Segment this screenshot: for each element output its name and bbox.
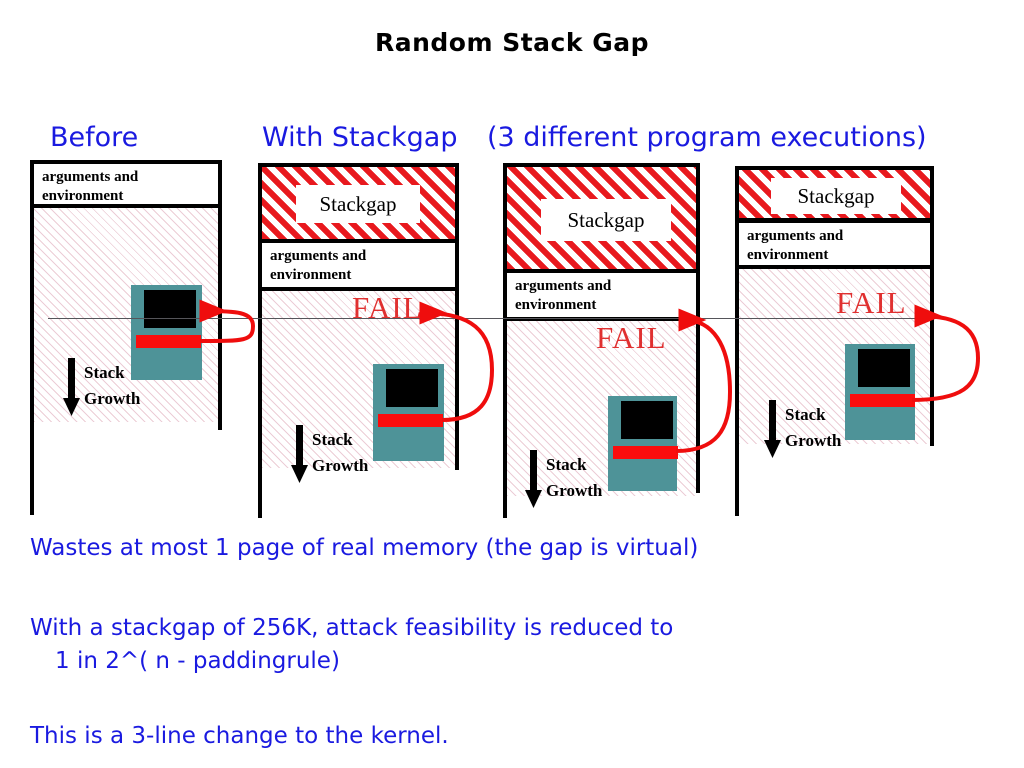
stack-growth-label: Stack Growth [312, 430, 369, 475]
stack-growth-annotation: Stack Growth [290, 425, 420, 487]
fixed-address-reference-line [48, 318, 920, 319]
arguments-environment-box: arguments and environment [503, 269, 700, 321]
stack-growth-arrow-icon [63, 358, 80, 416]
stackgap-box: Stackgap [258, 163, 459, 243]
fail-label: FAIL [352, 290, 423, 325]
column-header-executions: (3 different program executions) [487, 122, 927, 153]
column-wall-left [30, 160, 34, 515]
stackgap-box: Stackgap [735, 166, 934, 222]
stackgap-label: Stackgap [319, 191, 397, 216]
stack-frame-buffer [144, 290, 196, 328]
column-header-before: Before [50, 122, 139, 153]
column-wall-left [258, 163, 262, 518]
arguments-environment-box: arguments and environment [30, 160, 222, 208]
stack-growth-label: Stack Growth [785, 405, 842, 450]
stack-frame-return-address [613, 446, 678, 459]
arguments-environment-box: arguments and environment [258, 239, 459, 291]
arguments-environment-label: arguments and environment [42, 169, 139, 204]
stackgap-label-plate: Stackgap [771, 178, 901, 214]
column-wall-right [218, 160, 222, 430]
column-header-with-stackgap: With Stackgap [262, 122, 458, 153]
fail-label: FAIL [596, 320, 667, 355]
stack-growth-label: Stack Growth [84, 363, 141, 408]
bullet-line-2b: 1 in 2^( n - paddingrule) [55, 648, 340, 674]
stackgap-label: Stackgap [797, 183, 875, 208]
stack-frame [608, 396, 678, 491]
stack-growth-arrow-icon [291, 425, 308, 483]
stack-frame-return-address [136, 335, 201, 348]
stack-growth-label: Stack Growth [546, 455, 603, 500]
stack-frame-buffer [858, 349, 910, 387]
stack-growth-annotation: Stack Growth [524, 450, 654, 512]
arguments-environment-label: arguments and environment [270, 248, 367, 283]
bullet-line-2a: With a stackgap of 256K, attack feasibil… [30, 615, 674, 641]
stackgap-label: Stackgap [567, 207, 645, 232]
bullet-line-3: This is a 3-line change to the kernel. [30, 723, 449, 749]
fail-label: FAIL [836, 285, 907, 320]
arguments-environment-label: arguments and environment [747, 228, 844, 263]
stackgap-label-plate: Stackgap [541, 199, 671, 241]
page-title: Random Stack Gap [374, 28, 649, 57]
column-wall-left [503, 163, 507, 518]
arguments-environment-label: arguments and environment [515, 278, 612, 313]
stack-growth-arrow-icon [764, 400, 781, 458]
stack-frame [131, 285, 202, 380]
column-wall-left [735, 166, 739, 516]
stack-frame-buffer [621, 401, 673, 439]
bullet-line-1: Wastes at most 1 page of real memory (th… [30, 535, 699, 561]
stack-growth-annotation: Stack Growth [62, 358, 192, 420]
stackgap-label-plate: Stackgap [296, 185, 420, 223]
stack-growth-annotation: Stack Growth [763, 400, 893, 462]
stackgap-box: Stackgap [503, 163, 700, 273]
stack-frame [845, 344, 915, 440]
stack-frame-return-address [850, 394, 915, 407]
arguments-environment-box: arguments and environment [735, 219, 934, 269]
stack-growth-arrow-icon [525, 450, 542, 508]
stack-frame-buffer [386, 369, 438, 407]
